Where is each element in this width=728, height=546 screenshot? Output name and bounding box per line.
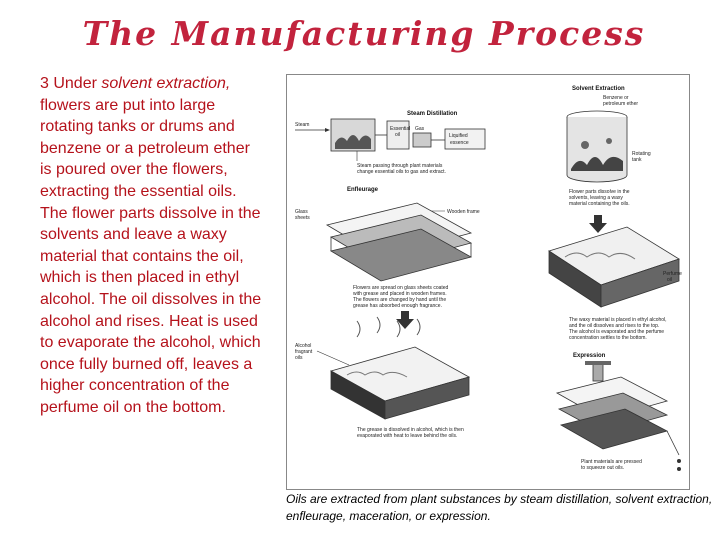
down-arrow-icon: [589, 215, 607, 233]
oils-label: oils: [295, 355, 303, 361]
plate-front: [600, 258, 680, 308]
solvent-caption-line1: Flower parts dissolve in the: [569, 189, 630, 195]
alcohol-caption-line1: The grease is dissolved in alcohol, whic…: [357, 427, 464, 433]
oil-swirl: [564, 252, 636, 260]
alcohol-label: Alcohol: [295, 343, 311, 349]
press-handle: [585, 361, 611, 365]
coil-box: [412, 132, 432, 148]
liquified-label: Liquified: [449, 133, 468, 139]
process-illustration: Steam Distillation Steam Essential oil G…: [286, 74, 690, 490]
glass-label: Glass: [295, 209, 308, 215]
steam-distillation-panel: Steam Distillation Steam Essential oil G…: [295, 111, 486, 175]
steam-caption-line1: Steam passing through plant materials: [357, 163, 443, 169]
grease-plate-front: [384, 376, 470, 420]
essence-label: essence: [450, 140, 469, 146]
plant-material: [335, 135, 371, 149]
enfleurage-caption-line1: Flowers are spread on glass sheets coate…: [353, 285, 449, 291]
gas-label: Gas: [415, 126, 425, 132]
enfleurage-title: Enfleurage: [347, 187, 379, 193]
enfleurage-caption-line2: with grease and placed in wooden frames.: [353, 291, 447, 297]
flower-mass: [571, 156, 623, 171]
alcohol-panel: Alcohol fragrant oils The grease is diss…: [295, 316, 471, 439]
rotating-label: Rotating: [632, 151, 651, 157]
expression-panel: Expression Plant materials are pressed t…: [555, 353, 681, 471]
solvent-caption-line3: material containing the oils.: [569, 201, 630, 207]
flower-blob: [581, 141, 589, 149]
essential-oil-label-2: oil: [395, 132, 400, 138]
essential-oil-label: Essential: [390, 126, 410, 132]
down-arrow-icon: [396, 311, 414, 329]
flower-blob-2: [606, 138, 612, 144]
expression-title: Expression: [573, 353, 606, 359]
alcohol-callout: [316, 350, 350, 366]
sheets-label: sheets: [295, 215, 310, 221]
steam-caption-line2: change essential oils to gas and extract…: [357, 169, 446, 175]
perfume-caption-line2: and the oil dissolves and rises to the t…: [569, 323, 659, 329]
oil-label: oil: [667, 277, 672, 283]
figure-caption: Oils are extracted from plant substances…: [286, 492, 713, 523]
process-diagram: Steam Distillation Steam Essential oil G…: [295, 86, 682, 471]
vapor-wisps: [356, 316, 421, 338]
solvent-extraction-panel: Solvent Extraction Benzene or petroleum …: [566, 86, 651, 233]
perfume-caption-line1: The waxy material is placed in ethyl alc…: [569, 317, 667, 323]
enfleurage-caption-line4: grease has absorbed enough fragrance.: [353, 303, 442, 309]
step-number: 3 Under: [40, 75, 97, 92]
expression-caption-line2: to squeeze out oils.: [581, 465, 624, 471]
grease-swirl: [346, 371, 408, 378]
steam-label: Steam: [295, 122, 309, 128]
steam-distillation-title: Steam Distillation: [407, 111, 458, 117]
press-screw: [592, 362, 604, 382]
spout: [666, 430, 680, 456]
perfume-caption-line4: concentration settles to the bottom.: [569, 335, 647, 341]
body-text: 3 Under solvent extraction, flowers are …: [40, 73, 262, 419]
collector-box: [444, 128, 486, 150]
petroleum-ether-label: petroleum ether: [603, 101, 638, 107]
emphasized-term: solvent extraction,: [101, 75, 231, 92]
enfleurage-caption-line3: The flowers are changed by hand until th…: [353, 297, 446, 303]
body-paragraph: flowers are put into large rotating tank…: [40, 96, 262, 416]
page-title: The Manufacturing Process: [82, 14, 646, 53]
oil-drop-icon: [677, 459, 681, 463]
wooden-frame-label: Wooden frame: [447, 209, 480, 215]
solvent-caption-line2: solvents, leaving a waxy: [569, 195, 623, 201]
alcohol-caption-line2: evaporated with heat to leave behind the…: [357, 433, 457, 439]
oil-drop-icon-2: [677, 467, 681, 471]
perfume-caption-line3: The alcohol is evaporated and the perfum…: [569, 329, 664, 335]
expression-caption-line1: Plant materials are pressed: [581, 459, 642, 465]
enfleurage-panel: Enfleurage Glass sheets Wooden frame Flo…: [295, 187, 480, 329]
perfume-label: Perfume: [663, 271, 682, 277]
solvent-extraction-title: Solvent Extraction: [572, 86, 625, 92]
rotating-tank: [566, 117, 628, 183]
steam-arrow-icon: [325, 128, 330, 132]
tank-label: tank: [632, 157, 642, 163]
fragrant-label: fragrant: [295, 349, 313, 355]
benzene-label: Benzene or: [603, 95, 629, 101]
perfume-oil-panel: Perfume oil The waxy material is placed …: [548, 226, 682, 341]
